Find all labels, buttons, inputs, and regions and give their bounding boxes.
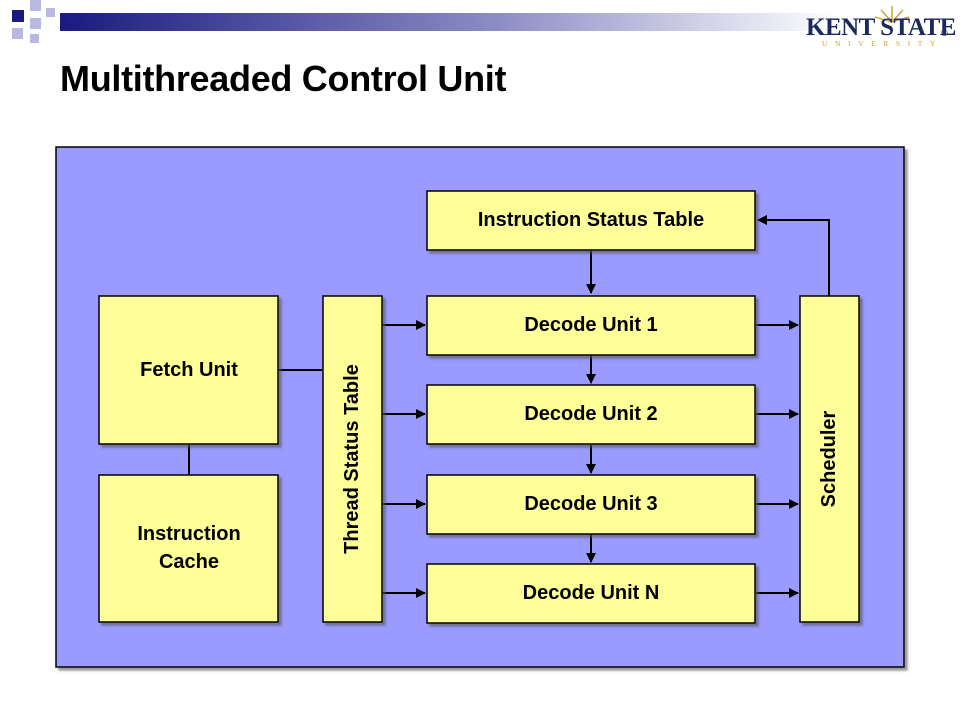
decode-unit-2-box — [426, 384, 756, 445]
header-square — [30, 34, 39, 43]
instruction-cache-box — [98, 474, 279, 623]
scheduler-to-status-table-arrow — [757, 215, 830, 296]
header-square — [30, 0, 41, 11]
logo-wordmark: KENT STATE — [806, 14, 956, 41]
instruction-cache-label-line-1: Instruction — [137, 523, 240, 545]
fetch-unit-label: Fetch Unit — [140, 359, 238, 381]
instruction-status-table-label: Instruction Status Table — [478, 209, 704, 231]
page-title: Multithreaded Control Unit — [60, 58, 507, 99]
fetch-unit-box — [98, 295, 279, 445]
header-square — [12, 28, 23, 39]
logo-subtitle: UNIVERSITY — [822, 39, 943, 48]
decode-unit-3-label: Decode Unit 3 — [524, 493, 657, 515]
instruction-cache-label-line-2: Cache — [159, 551, 219, 573]
instruction-status-table-box — [426, 190, 756, 251]
header-gradient-bar — [60, 13, 840, 31]
decode-unit-1-box — [426, 295, 756, 356]
header-square — [46, 8, 55, 17]
thread-status-table-label: Thread Status Table — [341, 364, 363, 554]
logo-registered-mark: ® — [941, 28, 948, 38]
decode-unit-2-label: Decode Unit 2 — [524, 403, 657, 425]
scheduler-box — [799, 295, 860, 623]
scheduler-label: Scheduler — [818, 410, 840, 507]
thread-status-table-box — [322, 295, 383, 623]
header-square — [30, 18, 41, 29]
header-decoration — [12, 0, 840, 43]
decode-unit-n-label: Decode Unit N — [523, 582, 660, 604]
decode-unit-3-box — [426, 474, 756, 535]
kent-state-logo: KENT STATE ® UNIVERSITY — [800, 6, 960, 56]
decode-unit-n-box — [426, 563, 756, 624]
decode-unit-1-label: Decode Unit 1 — [524, 314, 657, 336]
sun-icon — [874, 6, 910, 23]
header-square — [12, 10, 24, 22]
